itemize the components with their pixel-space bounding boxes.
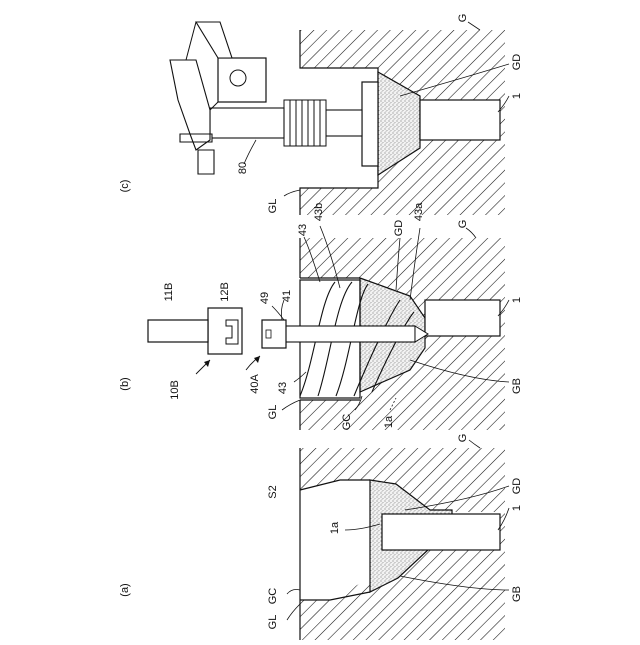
label-gl-a: GL	[267, 615, 279, 630]
label-gd-b: GD	[393, 220, 405, 237]
label-gd-c: GD	[511, 54, 523, 71]
label-11b: 11B	[163, 283, 175, 302]
label-gc-a: GC	[267, 588, 279, 605]
panel-a: (a) GL GC S2 1a G GD 1 GB	[119, 434, 523, 640]
label-gd-a: GD	[511, 478, 523, 495]
label-1-b: 1	[511, 297, 523, 303]
rod-80	[210, 108, 284, 138]
label-gl-b: GL	[267, 405, 279, 420]
bellows	[284, 100, 326, 146]
label-g-c: G	[457, 14, 469, 23]
label-49: 49	[259, 292, 271, 304]
label-s2-a: S2	[267, 485, 279, 498]
panel-b: (b) 11B 12B 10B 49 41 40A 43 43 43b GL G…	[119, 202, 523, 430]
label-43-left: 43	[277, 382, 289, 394]
label-43-top: 43	[297, 224, 309, 236]
label-1a-b: 1a	[383, 415, 395, 428]
label-80: 80	[237, 162, 249, 174]
caption-a: (a)	[119, 583, 131, 596]
label-gl-c: GL	[267, 199, 279, 214]
drive-rod-11b	[148, 320, 208, 342]
pin-49	[266, 330, 271, 338]
label-1a-a: 1a	[329, 521, 341, 534]
label-gb-b: GB	[511, 378, 523, 394]
label-gb-a: GB	[511, 586, 523, 602]
label-40a: 40A	[249, 374, 261, 394]
base-plate	[362, 82, 378, 166]
pile-1-b	[425, 300, 500, 336]
label-41: 41	[281, 290, 293, 302]
caption-b: (b)	[119, 377, 131, 390]
caption-c: (c)	[119, 180, 131, 193]
pile-1-c	[420, 100, 500, 140]
label-1-a: 1	[511, 505, 523, 511]
label-g-a: G	[457, 434, 469, 443]
label-1-c: 1	[511, 93, 523, 99]
label-gc-b: GC	[341, 414, 353, 431]
label-12b: 12B	[219, 282, 231, 302]
label-g-b: G	[457, 220, 469, 229]
label-10b: 10B	[169, 380, 181, 400]
pile-1-a	[382, 514, 500, 550]
panel-c: (c) G GD 1 80 GL	[119, 14, 523, 215]
